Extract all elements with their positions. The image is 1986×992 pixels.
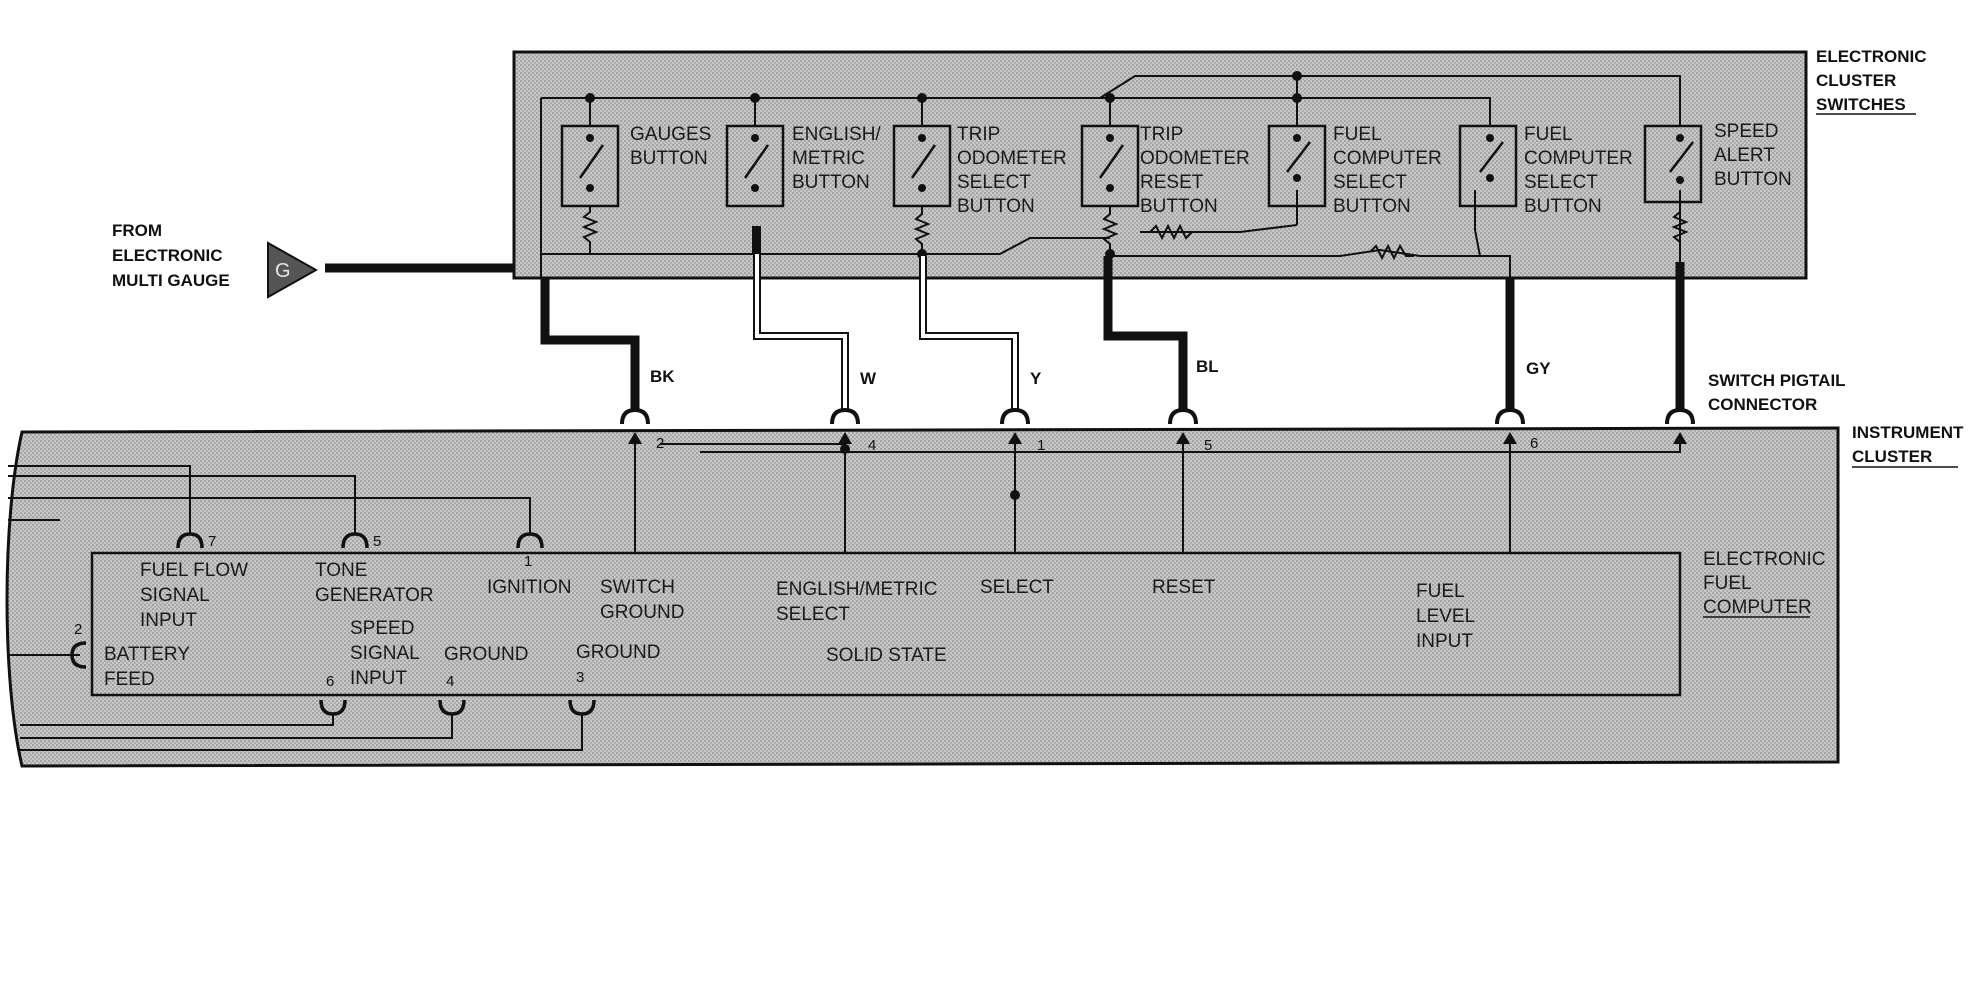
input-label-ground-3: GROUND — [576, 642, 660, 663]
input-label-ground-4: GROUND — [444, 644, 528, 665]
pin-ground4: 4 — [446, 673, 454, 690]
instrument-cluster-title: INSTRUMENT CLUSTER — [1852, 423, 1968, 466]
harness-wires — [540, 226, 1685, 410]
pigtail-pin-y: 1 — [1037, 437, 1045, 454]
fuel-computer-box — [90, 551, 1682, 697]
switch-label-english-metric: ENGLISH/ METRIC BUTTON — [792, 124, 886, 193]
connector-g-icon: G — [267, 241, 319, 299]
solid-state-label: SOLID STATE — [826, 645, 947, 666]
speed-alert-switch-symbol — [1643, 124, 1703, 204]
wire-label-gy: GY — [1526, 359, 1551, 378]
input-label-english-metric: ENGLISH/METRIC SELECT — [776, 579, 943, 625]
pigtail-label: SWITCH PIGTAIL CONNECTOR — [1708, 371, 1850, 414]
input-label-reset: RESET — [1152, 577, 1216, 598]
wire-label-y: Y — [1030, 369, 1042, 388]
pigtail-pin-gy: 6 — [1530, 435, 1538, 452]
fuel-computer-title: ELECTRONIC FUEL COMPUTER — [1703, 549, 1831, 618]
switch-labels: GAUGES BUTTON ENGLISH/ METRIC BUTTON TRI… — [630, 121, 1792, 217]
switch-label-fuel-select-1: FUEL COMPUTER SELECT BUTTON — [1333, 124, 1447, 217]
input-label-select: SELECT — [980, 577, 1054, 598]
pin-fuel-flow: 7 — [208, 533, 216, 550]
pigtail-pin-bk: 2 — [656, 435, 664, 452]
input-label-fuel-flow: FUEL FLOW SIGNAL INPUT — [140, 560, 253, 631]
pigtail-terminals — [620, 407, 1695, 425]
switch-label-fuel-select-2: FUEL COMPUTER SELECT BUTTON — [1524, 124, 1638, 217]
instrument-cluster-panel — [5, 426, 1840, 768]
input-label-battery-feed: BATTERY FEED — [104, 644, 195, 690]
wire-label-bl: BL — [1196, 357, 1219, 376]
switch-label-speed-alert: SPEED ALERT BUTTON — [1714, 121, 1792, 190]
input-label-fuel-level: FUEL LEVEL INPUT — [1416, 581, 1480, 652]
pin-battery: 2 — [74, 621, 82, 638]
gauges-switch-symbol — [560, 124, 620, 208]
english-metric-switch-symbol — [725, 124, 785, 208]
source-label: FROM ELECTRONIC MULTI GAUGE — [112, 221, 230, 290]
input-label-ignition: IGNITION — [487, 577, 571, 598]
input-label-speed-signal: SPEED SIGNAL INPUT — [350, 618, 424, 689]
input-label-tone-generator: TONE GENERATOR — [315, 560, 434, 606]
svg-text:G: G — [275, 260, 291, 282]
fuel-computer-select-switch-symbol-1 — [1267, 124, 1327, 208]
trip-odometer-reset-switch-symbol — [1080, 124, 1140, 208]
cluster-left-wires — [8, 465, 596, 751]
switch-panel-title: ELECTRONIC CLUSTER SWITCHES — [1816, 47, 1931, 114]
pin-speed: 6 — [326, 673, 334, 690]
switch-label-trip-reset: TRIP ODOMETER RESET BUTTON — [1140, 124, 1255, 217]
pigtail-pin-bl: 5 — [1204, 437, 1212, 454]
input-label-switch-ground: SWITCH GROUND — [600, 577, 684, 623]
switch-label-gauges: GAUGES BUTTON — [630, 124, 717, 169]
trip-odometer-select-switch-symbol — [892, 124, 952, 208]
wire-label-w: W — [860, 369, 877, 388]
switch-label-trip-select: TRIP ODOMETER SELECT BUTTON — [957, 124, 1072, 217]
pin-tone: 5 — [373, 533, 381, 550]
cluster-internal-wires — [628, 432, 1687, 553]
wire-label-bk: BK — [650, 367, 675, 386]
switch-panel — [512, 50, 1808, 280]
switch-symbols — [560, 124, 1703, 208]
pin-ignition: 1 — [524, 553, 532, 570]
pin-ground3: 3 — [576, 669, 584, 686]
fuel-computer-select-switch-symbol-2 — [1458, 124, 1518, 208]
pigtail-pin-w: 4 — [868, 437, 876, 454]
